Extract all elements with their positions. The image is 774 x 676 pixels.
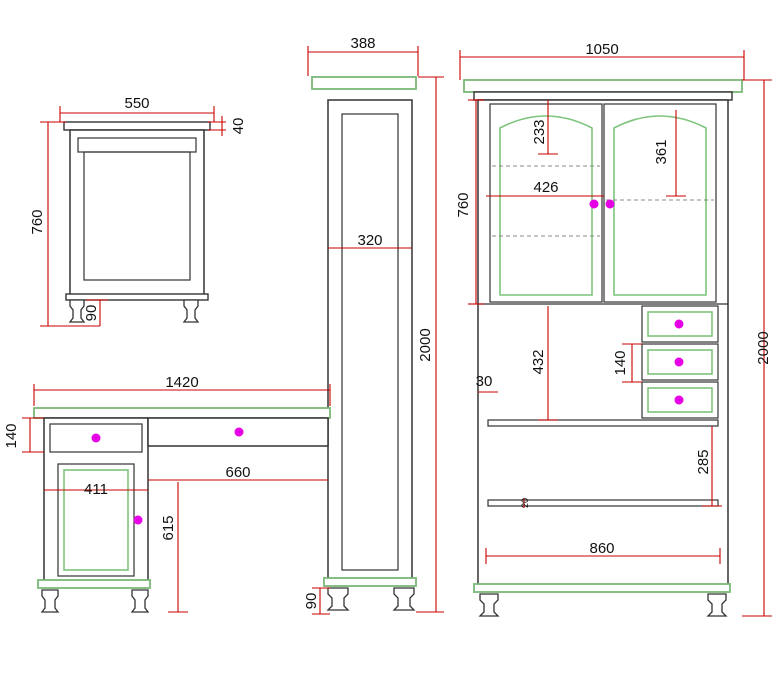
cabinet-width-label: 1050 <box>585 41 618 58</box>
nightstand-top-label: 40 <box>230 118 247 135</box>
desk <box>33 407 331 613</box>
desk-drawer-height-label: 140 <box>3 423 20 448</box>
knob <box>234 427 244 437</box>
knob <box>674 395 684 405</box>
narrow-width-label: 388 <box>350 35 375 52</box>
desk-door-width-label: 411 <box>84 481 108 498</box>
glass-arch-right-label: 361 <box>653 139 670 164</box>
knob <box>674 357 684 367</box>
desk-knee-width-label: 660 <box>225 464 250 481</box>
dimension-labels: 550 40 760 90 388 320 2000 90 1050 233 3… <box>3 35 772 609</box>
cabinet-height-label: 2000 <box>755 331 772 364</box>
narrow-leg-label: 90 <box>303 593 320 610</box>
knob <box>674 319 684 329</box>
narrow-inner-label: 320 <box>357 232 382 249</box>
lower-shelf-gap-label: 285 <box>695 449 712 474</box>
narrow-height-label: 2000 <box>417 328 434 361</box>
knob <box>589 199 599 209</box>
middle-gap-label: 432 <box>530 349 547 374</box>
glass-door-width-label: 426 <box>533 179 558 196</box>
nightstand-leg-label: 90 <box>83 305 100 322</box>
glass-arch-left-label: 233 <box>531 119 548 144</box>
lower-width-label: 860 <box>589 540 614 557</box>
nightstand-width-label: 550 <box>124 95 149 112</box>
knobs <box>91 199 684 525</box>
desk-knee-height-label: 615 <box>160 515 177 540</box>
nightstand <box>63 121 211 323</box>
side-gap-label: 30 <box>476 373 493 390</box>
desk-width-label: 1420 <box>165 374 198 391</box>
dimension-lines <box>22 46 772 617</box>
knob <box>91 433 101 443</box>
knob <box>605 199 615 209</box>
upper-height-label: 760 <box>455 192 472 217</box>
shelf-thickness-label: 20 <box>520 498 530 508</box>
display-cabinet <box>463 79 743 617</box>
nightstand-height-label: 760 <box>29 209 46 234</box>
drawer-height-label: 140 <box>612 350 629 375</box>
knob <box>133 515 143 525</box>
tall-narrow-cabinet <box>311 76 417 611</box>
